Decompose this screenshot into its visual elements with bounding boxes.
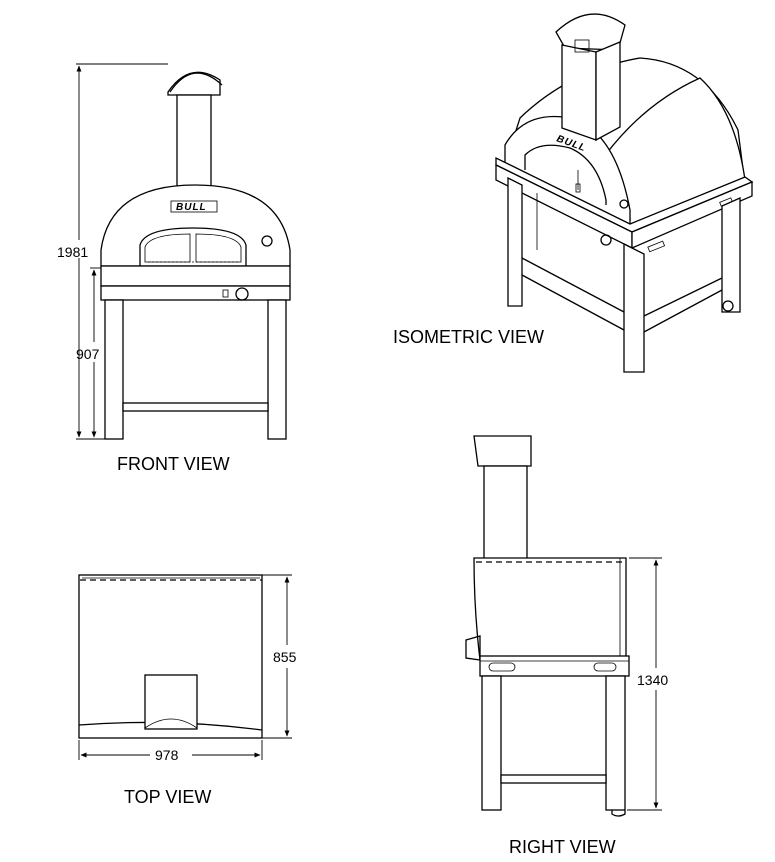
- right-view: 1340 RIGHT VIEW: [465, 435, 668, 857]
- right-oven-body: [473, 557, 627, 661]
- iso-chimney-cap: [555, 13, 626, 51]
- front-leg-left: [104, 299, 124, 440]
- front-control-panel: [100, 285, 291, 301]
- front-thermometer: [261, 235, 273, 247]
- front-chimney-cap: [167, 71, 221, 96]
- iso-chimney-side: [595, 41, 621, 142]
- isometric-view: BULL ISOMETRIC VIEW: [393, 13, 754, 373]
- front-view: BULL 1981 907 FRONT VIEW: [57, 63, 291, 474]
- front-counter-height: 907: [76, 346, 100, 362]
- iso-leg-front-left: [507, 176, 523, 307]
- iso-knob: [600, 234, 612, 246]
- front-crossbar: [122, 402, 269, 412]
- front-countertop: [100, 265, 291, 287]
- front-total-height: 1981: [57, 244, 88, 260]
- right-height-dimension: 1340: [637, 672, 668, 688]
- top-width-dimension: 978: [155, 747, 179, 763]
- iso-chimney-front: [561, 44, 597, 141]
- front-dome: [100, 184, 291, 267]
- front-leg-right: [267, 299, 287, 440]
- front-brand-text: BULL: [176, 202, 207, 213]
- top-chimney: [144, 674, 198, 730]
- iso-leg-front-right: [623, 242, 645, 373]
- right-crossbar: [500, 774, 607, 784]
- top-depth-dimension: 855: [273, 649, 297, 665]
- right-chimney-cap: [473, 435, 532, 467]
- front-chimney: [176, 94, 212, 189]
- iso-oven-opening: [524, 144, 607, 205]
- iso-shelf: [521, 257, 723, 333]
- front-knob: [235, 287, 249, 301]
- right-view-label: RIGHT VIEW: [509, 837, 616, 857]
- isometric-view-label: ISOMETRIC VIEW: [393, 327, 544, 347]
- front-oven-opening: [139, 227, 247, 266]
- iso-counter-side: [631, 181, 753, 249]
- front-view-label: FRONT VIEW: [117, 454, 230, 474]
- right-handle: [488, 662, 516, 672]
- top-view-label: TOP VIEW: [124, 787, 211, 807]
- iso-thermometer: [619, 199, 629, 209]
- iso-leg-back-right: [721, 196, 741, 313]
- right-leg-back: [605, 675, 626, 811]
- top-view: 855 978 TOP VIEW: [78, 574, 297, 807]
- right-chimney: [483, 465, 528, 560]
- right-countertop: [479, 655, 630, 677]
- right-leg-front: [481, 675, 502, 811]
